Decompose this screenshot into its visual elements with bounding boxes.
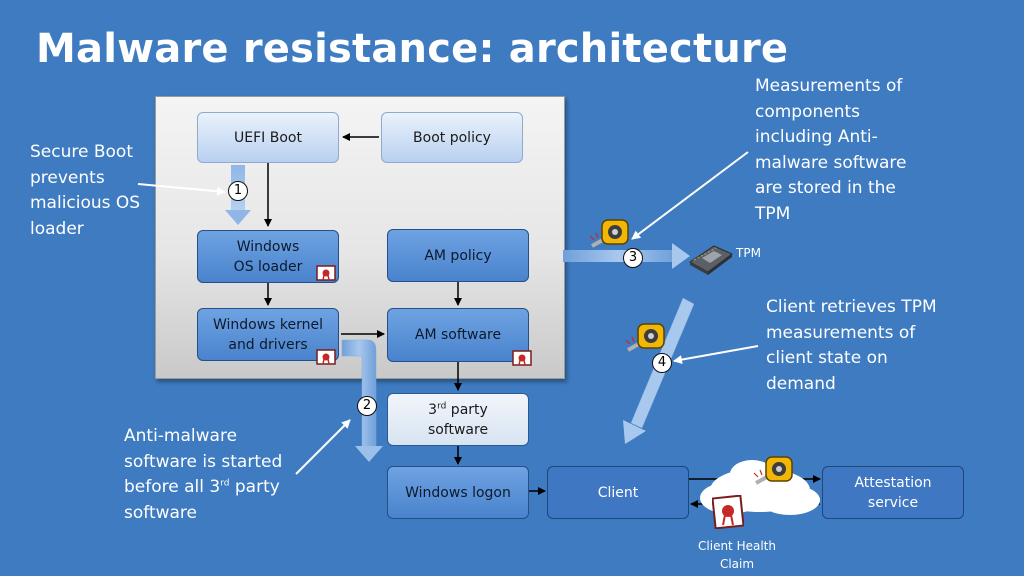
attestation-service-box: Attestation service	[822, 466, 964, 519]
third-party-software-box: 3rd party software	[387, 393, 529, 446]
client-retrieves-pointer	[673, 345, 759, 365]
windows-os-loader-line2: OS loader	[233, 258, 303, 275]
client-retrieves-callout: Client retrieves TPM measurements of cli…	[766, 297, 937, 394]
client-health-claim-label: Client Health Claim	[698, 539, 776, 571]
measure-to-tpm-arrow	[563, 243, 690, 269]
secure-boot-callout: Secure Boot prevents malicious OS loader	[30, 142, 141, 239]
step-1-badge: 1	[228, 181, 248, 201]
secure-boot-pointer	[137, 183, 226, 196]
third-party-line2: software	[427, 421, 489, 438]
measurements-callout: Measurements of components including Ant…	[755, 76, 907, 224]
certificate-icon	[316, 349, 336, 365]
anti-malware-callout: Anti-malware software is started before …	[124, 426, 283, 523]
step-3-badge: 3	[623, 248, 643, 268]
windows-kernel-line2: and drivers	[228, 336, 308, 353]
measuring-tape-icon	[589, 219, 629, 248]
tpm-label: TPM	[736, 246, 761, 260]
am-software-box: AM software	[387, 308, 529, 362]
windows-kernel-box: Windows kernel and drivers	[197, 308, 339, 361]
windows-logon-box: Windows logon	[387, 466, 529, 519]
antimalware-start-arrow	[341, 339, 383, 462]
anti-malware-pointer	[295, 419, 351, 475]
certificate-icon	[316, 265, 336, 281]
step-2-badge: 2	[357, 396, 377, 416]
slide-title: Malware resistance: architecture	[36, 26, 789, 72]
uefi-boot-box: UEFI Boot	[197, 112, 339, 163]
windows-os-loader-box: Windows OS loader	[197, 230, 339, 283]
measuring-tape-icon	[753, 456, 793, 485]
step-4-badge: 4	[652, 353, 672, 373]
third-party-line1: 3rd party	[428, 400, 488, 418]
boot-policy-box: Boot policy	[381, 112, 523, 163]
windows-os-loader-line1: Windows	[236, 238, 300, 255]
tpm-chip-icon	[689, 245, 733, 275]
attestation-line1: Attestation	[854, 474, 932, 491]
attestation-line2: service	[867, 494, 919, 511]
measurements-pointer	[631, 151, 749, 240]
measuring-tape-icon	[625, 323, 665, 352]
certificate-icon	[512, 350, 532, 366]
am-policy-box: AM policy	[387, 229, 529, 282]
certificate-icon	[712, 495, 744, 529]
windows-kernel-line1: Windows kernel	[212, 316, 324, 333]
client-box: Client	[547, 466, 689, 519]
